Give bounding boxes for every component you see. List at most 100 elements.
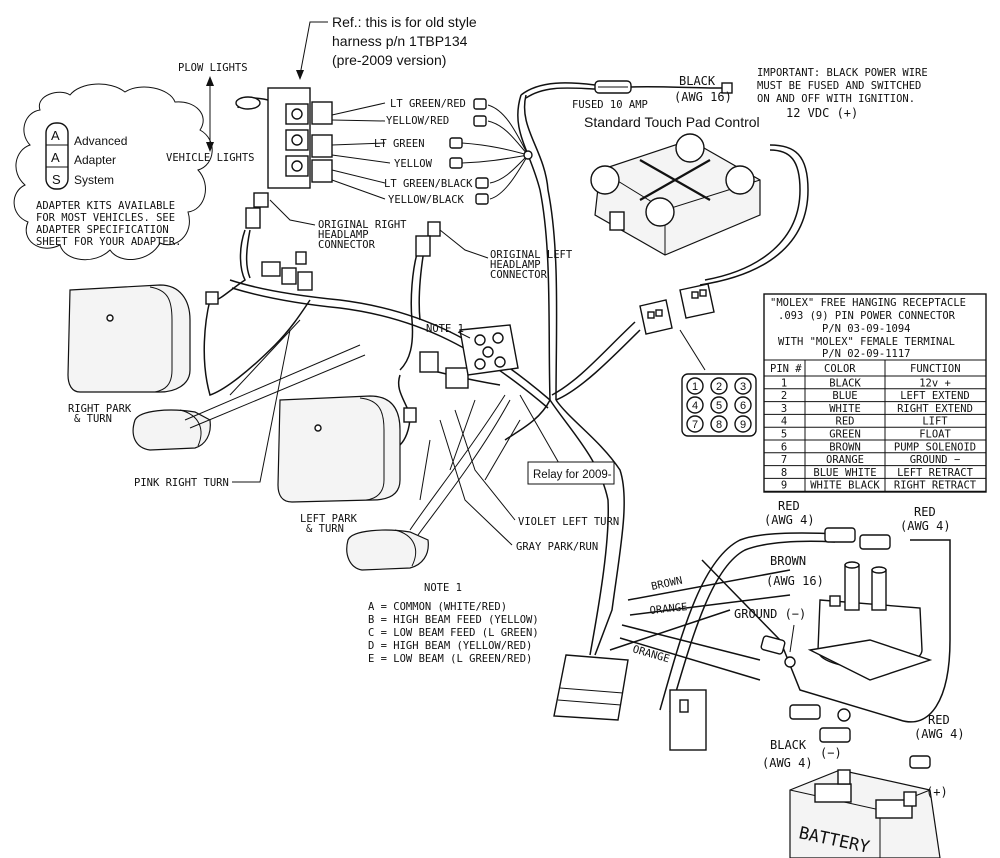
table-cell-color: BLUE: [832, 390, 857, 402]
molex-header-5: P/N 02-09-1117: [822, 348, 911, 360]
right-headlamp: [67, 284, 211, 451]
molex-table-text: "MOLEX" FREE HANGING RECEPTACLE .093 (9)…: [770, 297, 977, 492]
col-function: FUNCTION: [910, 363, 961, 375]
table-cell-color: WHITE BLACK: [810, 480, 880, 492]
relay-box: Relay for 2009-: [527, 461, 615, 485]
vehicle-lights-label: VEHICLE LIGHTS: [166, 152, 255, 164]
orig-right-1: ORIGINAL RIGHT: [318, 219, 407, 231]
minus-label: (−): [820, 746, 842, 760]
ref-note-line2: harness p/n 1TBP134: [332, 33, 468, 49]
aas-word-2: Adapter: [74, 153, 116, 167]
pin-number: 2: [716, 381, 722, 393]
note1-line-e: E = LOW BEAM (L GREEN/RED): [368, 653, 532, 665]
orig-left-2: HEADLAMP: [490, 259, 541, 271]
col-pin: PIN #: [770, 363, 802, 375]
pin-circle: [734, 396, 752, 414]
table-cell-function: LIFT: [922, 416, 948, 428]
pin-circle: [734, 415, 752, 433]
black-awg-line2: (AWG 4): [762, 756, 813, 770]
table-cell-color: GREEN: [829, 429, 861, 441]
pin-number: 9: [740, 419, 746, 431]
orange-wire-label-1: ORANGE: [649, 601, 688, 617]
aas-word-3: System: [74, 173, 114, 187]
ref-note-line3: (pre-2009 version): [332, 52, 446, 68]
relay-label: Relay for 2009-: [533, 469, 612, 481]
table-cell-function: PUMP SOLENOID: [894, 441, 976, 453]
note1-marker: NOTE 1: [426, 323, 464, 335]
ground-label: GROUND (−): [734, 607, 806, 621]
molex-header-4: WITH "MOLEX" FEMALE TERMINAL: [778, 336, 955, 348]
note1-line-b: B = HIGH BEAM FEED (YELLOW): [368, 614, 539, 626]
molex-plugs: [639, 283, 715, 335]
red3-line1: RED: [928, 713, 950, 727]
pin-number: 5: [716, 400, 722, 412]
table-cell-pin: 6: [781, 441, 787, 453]
molex-header-3: P/N 03-09-1094: [822, 323, 911, 335]
left-park-1: LEFT PARK: [300, 513, 358, 525]
brown-awg-line2: (AWG 16): [766, 574, 824, 588]
wire-label-1: LT GREEN/RED: [390, 98, 466, 110]
plow-lights-label: PLOW LIGHTS: [178, 62, 248, 74]
pin-circle: [734, 377, 752, 395]
pin-circle: [710, 377, 728, 395]
note1-line-c: C = LOW BEAM FEED (L GREEN): [368, 627, 539, 639]
table-cell-pin: 1: [781, 377, 787, 389]
leader-lines: [232, 21, 706, 546]
col-color: COLOR: [824, 363, 856, 375]
table-cell-pin: 5: [781, 429, 787, 441]
pin-number: 8: [716, 419, 722, 431]
table-cell-function: FLOAT: [919, 429, 951, 441]
pin-number: 6: [740, 400, 746, 412]
pin-circle: [686, 415, 704, 433]
orig-left-3: CONNECTOR: [490, 269, 548, 281]
table-cell-pin: 8: [781, 467, 787, 479]
touch-pad-label: Standard Touch Pad Control: [584, 114, 760, 130]
aas-letter-2: A: [51, 150, 60, 165]
note1-legend: NOTE 1 A = COMMON (WHITE/RED) B = HIGH B…: [368, 582, 539, 665]
note1-title: NOTE 1: [424, 582, 462, 594]
gray-park-run: GRAY PARK/RUN: [516, 541, 598, 553]
table-cell-function: GROUND −: [910, 454, 961, 466]
wire-label-4: YELLOW: [394, 158, 433, 170]
violet-left-turn: VIOLET LEFT TURN: [518, 516, 619, 528]
solenoid: [659, 527, 951, 769]
pin-number: 7: [692, 419, 698, 431]
fused-label: FUSED 10 AMP: [572, 99, 648, 111]
aas-word-1: Advanced: [74, 134, 127, 148]
wire-end-plugs: [449, 98, 533, 205]
plus-label: (+): [926, 785, 948, 799]
note1-line-a: A = COMMON (WHITE/RED): [368, 601, 507, 613]
aas-text-3: ADAPTER SPECIFICATION: [36, 224, 169, 236]
black-awg-line1: BLACK: [770, 738, 807, 752]
black-label: BLACK: [679, 74, 716, 88]
table-cell-color: WHITE: [829, 403, 861, 415]
orig-left-1: ORIGINAL LEFT: [490, 249, 573, 261]
touch-pad-control: [590, 133, 761, 256]
aas-text-2: FOR MOST VEHICLES. SEE: [36, 212, 175, 224]
volts-label: 12 VDC (+): [786, 106, 858, 120]
pin-number: 3: [740, 381, 746, 393]
orig-right-2: HEADLAMP: [318, 229, 369, 241]
molex-table: [763, 293, 987, 493]
pin-circle: [710, 396, 728, 414]
wire-label-5: LT GREEN/BLACK: [384, 178, 473, 190]
table-cell-function: LEFT EXTEND: [900, 390, 970, 402]
headlamp-plugs: [205, 192, 469, 423]
table-cell-color: ORANGE: [826, 454, 864, 466]
wire-label-3: LT GREEN: [374, 138, 425, 150]
molex-header-1: "MOLEX" FREE HANGING RECEPTACLE: [770, 297, 966, 309]
wire-label-6: YELLOW/BLACK: [388, 194, 465, 206]
awg16-label: (AWG 16): [674, 90, 732, 104]
pin-number: 1: [692, 381, 698, 393]
table-cell-color: BLUE WHITE: [813, 467, 876, 479]
right-park-1: RIGHT PARK: [68, 403, 132, 415]
aas-cloud: [13, 83, 213, 261]
left-park-2: & TURN: [306, 523, 344, 535]
important-line2: MUST BE FUSED AND SWITCHED: [757, 80, 921, 92]
red2-line1: RED: [914, 505, 936, 519]
